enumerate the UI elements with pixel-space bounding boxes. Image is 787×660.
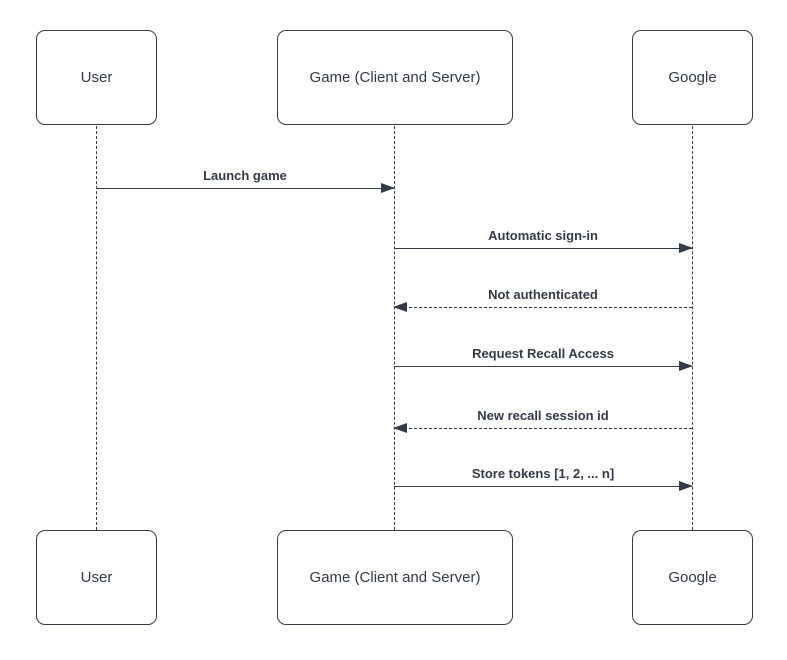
message-automatic-sign-in: Automatic sign-in (394, 228, 693, 253)
actor-box-google-top: Google (632, 30, 753, 125)
message-label: New recall session id (477, 408, 609, 423)
actor-box-user-bottom: User (36, 530, 157, 625)
message-request-recall-access: Request Recall Access (394, 346, 693, 371)
actor-label-user: User (80, 569, 113, 586)
actor-label-google: Google (668, 569, 717, 586)
lifeline-game (394, 126, 395, 530)
message-label: Launch game (203, 168, 287, 183)
message-label: Store tokens [1, 2, ... n] (471, 466, 615, 481)
actor-label-google: Google (668, 69, 717, 86)
lifeline-user (95, 126, 97, 530)
message-label: Not authenticated (488, 287, 598, 302)
message-label: Request Recall Access (472, 346, 614, 361)
arrowhead-left-icon (393, 423, 407, 433)
arrow-line (96, 183, 395, 193)
actor-label-game: Game (Client and Server) (309, 569, 481, 586)
actor-box-google-bottom: Google (632, 530, 753, 625)
lifeline-google (691, 126, 693, 530)
actor-label-user: User (80, 69, 113, 86)
message-not-authenticated: Not authenticated (393, 287, 692, 312)
message-label: Automatic sign-in (488, 228, 598, 243)
arrowhead-right-icon (679, 481, 693, 491)
arrow-line (394, 243, 693, 253)
actor-box-game-top: Game (Client and Server) (277, 30, 513, 125)
arrowhead-right-icon (679, 243, 693, 253)
arrow-line (393, 423, 692, 433)
arrowhead-left-icon (393, 302, 407, 312)
message-store-tokens: Store tokens [1, 2, ... n] (394, 466, 693, 491)
actor-box-user-top: User (36, 30, 157, 125)
arrow-line (394, 361, 693, 371)
actor-box-game-bottom: Game (Client and Server) (277, 530, 513, 625)
arrowhead-right-icon (679, 361, 693, 371)
message-new-recall-session-id: New recall session id (393, 408, 692, 433)
arrow-line (393, 302, 692, 312)
arrow-line (394, 481, 693, 491)
actor-label-game: Game (Client and Server) (309, 69, 481, 86)
arrowhead-right-icon (381, 183, 395, 193)
message-launch-game: Launch game (96, 168, 395, 193)
